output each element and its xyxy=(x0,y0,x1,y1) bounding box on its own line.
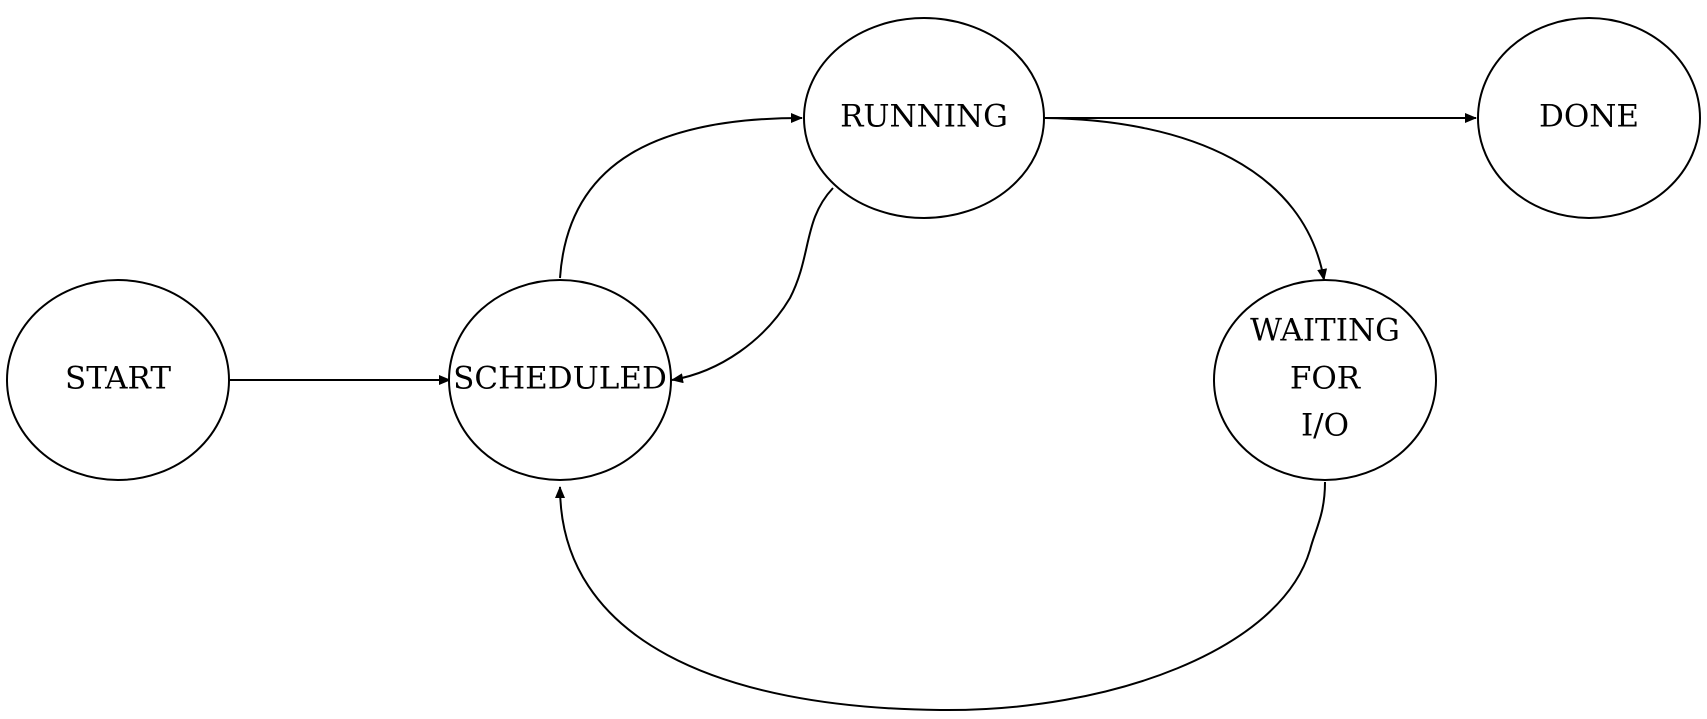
node-done-shape xyxy=(1477,17,1701,219)
node-running-label: RUNNING xyxy=(840,99,1008,135)
edges-group xyxy=(230,113,1477,712)
node-scheduled-shape xyxy=(448,279,672,481)
node-waiting-label-line-2: FOR xyxy=(1290,361,1362,397)
node-start-shape xyxy=(6,279,230,481)
nodes-group: START SCHEDULED RUNNING DONE WAITING FOR… xyxy=(6,17,1701,481)
node-waiting-label-line-3: I/O xyxy=(1301,408,1349,444)
edge-waiting-to-scheduled xyxy=(555,481,1326,712)
node-waiting-for-io[interactable]: WAITING FOR I/O xyxy=(1213,279,1437,481)
node-waiting-label-line-1: WAITING xyxy=(1250,313,1400,349)
node-waiting-shape xyxy=(1213,279,1437,481)
edge-scheduled-to-running xyxy=(559,113,803,279)
edge-running-to-waiting xyxy=(1044,117,1328,281)
node-start[interactable]: START xyxy=(6,279,230,481)
node-scheduled-label: SCHEDULED xyxy=(453,361,667,397)
node-start-label: START xyxy=(65,361,171,397)
node-scheduled[interactable]: SCHEDULED xyxy=(448,279,672,481)
node-done-label: DONE xyxy=(1539,99,1639,135)
node-running-shape xyxy=(803,17,1045,219)
edge-running-to-scheduled xyxy=(671,187,834,384)
node-done[interactable]: DONE xyxy=(1477,17,1701,219)
node-running[interactable]: RUNNING xyxy=(803,17,1045,219)
